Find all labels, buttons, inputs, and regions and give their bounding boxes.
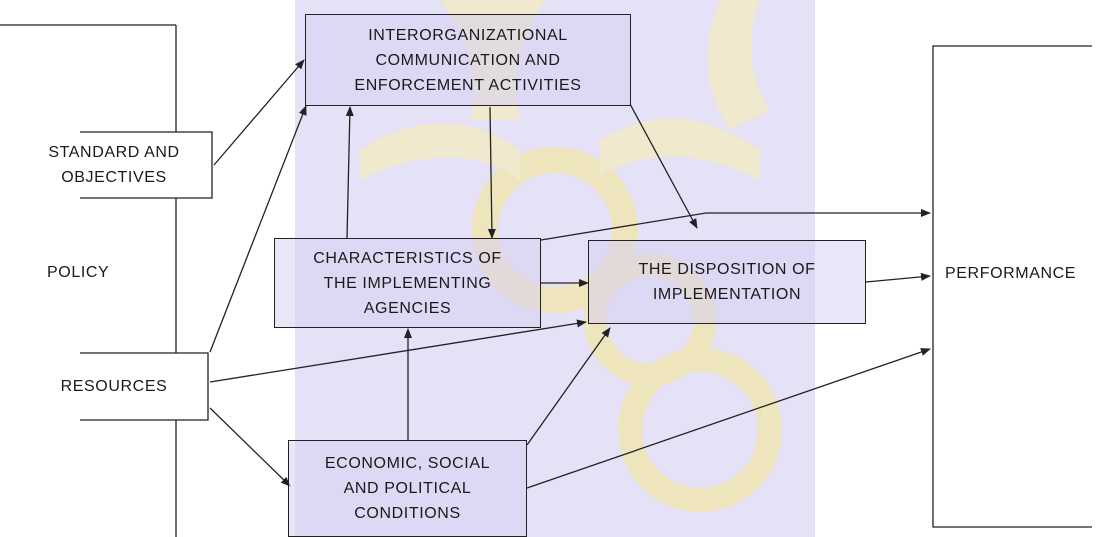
arrow-characteristics-to-interorg <box>345 106 354 239</box>
resources-box: RESOURCES <box>60 378 168 395</box>
policy-label: POLICY <box>47 264 110 281</box>
arrow-interorg-to-disposition <box>629 103 698 229</box>
arrow-resources-to-interorg <box>209 105 307 353</box>
arrow-resources-to-economic <box>209 407 291 487</box>
arrow-disposition-to-performance <box>865 272 931 283</box>
interorganizational-box: INTERORGANIZATIONAL COMMUNICATION AND EN… <box>305 14 631 106</box>
arrow-standards-to-interorg <box>213 59 305 166</box>
arrow-characteristics-to-performance <box>540 209 931 241</box>
characteristics-box: CHARACTERISTICS OF THE IMPLEMENTING AGEN… <box>274 238 541 328</box>
arrow-economic-to-performance <box>526 348 931 489</box>
performance-label: PERFORMANCE <box>945 265 1077 282</box>
arrow-resources-to-disposition <box>209 319 587 383</box>
performance-bracket <box>932 45 1092 528</box>
resources-box-outline <box>80 352 209 421</box>
standards-box-outline <box>80 131 213 199</box>
arrow-economic-to-disposition <box>526 327 611 446</box>
disposition-box: THE DISPOSITION OF IMPLEMENTATION <box>588 240 866 324</box>
arrow-interorg-to-characteristics <box>487 106 496 239</box>
standards-box: STANDARD AND OBJECTIVES <box>48 144 180 186</box>
economic-box: ECONOMIC, SOCIAL AND POLITICAL CONDITION… <box>288 440 527 537</box>
